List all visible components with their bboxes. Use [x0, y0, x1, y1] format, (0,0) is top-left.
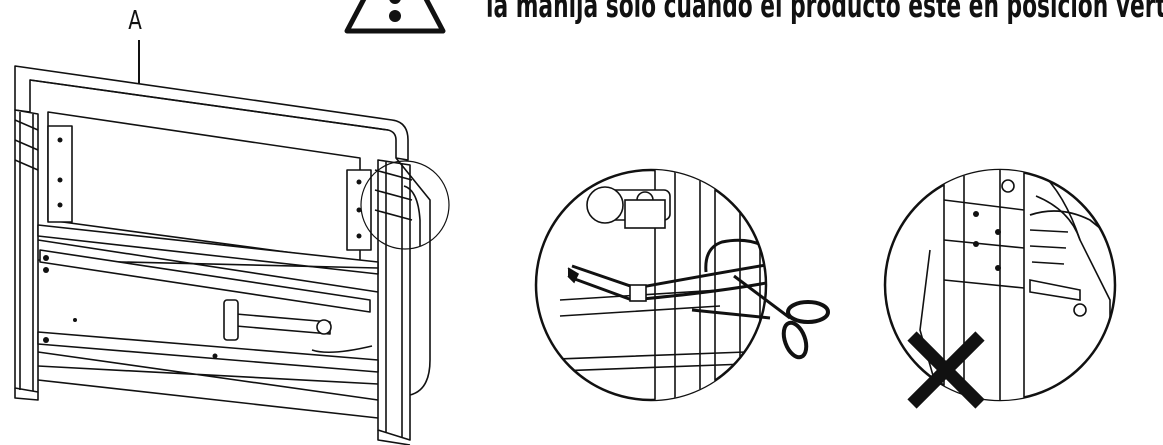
detail-cut-strap	[534, 168, 830, 402]
cross-x-icon	[907, 331, 985, 409]
scissors-icon	[691, 274, 830, 360]
warning-text: la manija sólo cuando el producto esté e…	[486, 0, 1163, 26]
folded-frame-assembly	[14, 65, 450, 445]
detail-prohibited-handle	[883, 168, 1117, 409]
warning-triangle-icon	[344, 0, 446, 34]
part-label-a: A	[128, 6, 142, 36]
